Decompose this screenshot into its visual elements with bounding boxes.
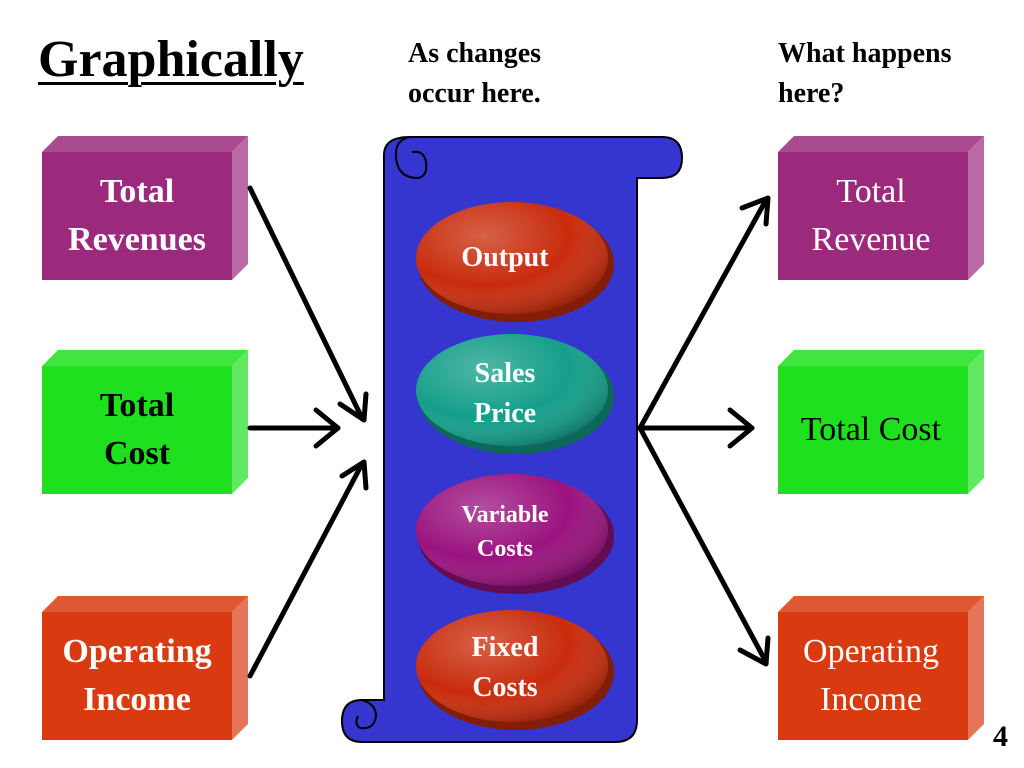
right-box-total-cost	[778, 350, 984, 494]
box-top-face	[42, 350, 248, 366]
label-line: Output	[461, 242, 549, 273]
left-box-label-operating-income: Operating Income	[42, 612, 232, 740]
label-line: Variable	[461, 502, 549, 528]
left-box-label-total-cost: Total Cost	[42, 366, 232, 494]
caption-what-happens: What happens here?	[778, 34, 952, 114]
label-line: Revenue	[811, 221, 931, 258]
caption-left-line-1: As changes	[408, 38, 542, 69]
left-box-total-cost	[42, 350, 248, 494]
label-line: Costs	[476, 536, 533, 562]
right-box-total-revenue	[778, 136, 984, 280]
box-front-face	[778, 366, 968, 494]
oval-fixed-costs	[416, 610, 614, 730]
label-line: Sales	[474, 358, 536, 389]
caption-right-line-1: What happens	[778, 38, 952, 69]
box-front-face	[778, 152, 968, 280]
box-side-face	[968, 350, 984, 494]
box-top-face	[778, 136, 984, 152]
oval-highlight	[416, 202, 608, 314]
oval-highlight	[416, 610, 608, 722]
label-line: Income	[820, 681, 922, 718]
right-box-label-operating-income: Operating Income	[778, 612, 964, 740]
box-side-face	[232, 136, 248, 280]
left-box-total-revenues	[42, 136, 248, 280]
box-side-face	[232, 350, 248, 494]
oval-output	[416, 202, 614, 322]
caption-left-line-2: occur here.	[408, 78, 541, 109]
arrow-scroll-to-cost	[637, 407, 755, 449]
label-line: Costs	[472, 672, 538, 703]
arrow-scroll-to-revenue	[637, 195, 771, 431]
box-front-face	[42, 152, 232, 280]
right-box-operating-income	[778, 596, 984, 740]
label-line: Operating	[803, 633, 939, 670]
box-top-face	[778, 596, 984, 612]
arrow-scroll-to-income	[637, 425, 771, 667]
label-line: Total	[836, 173, 906, 210]
arrow-revenues-to-scroll	[247, 185, 369, 423]
box-front-face	[42, 366, 232, 494]
right-box-label-total-cost: Total Cost	[778, 366, 964, 494]
box-front-face	[778, 612, 968, 740]
box-front-face	[42, 612, 232, 740]
oval-label-sales-price: Sales Price	[410, 352, 600, 436]
left-box-operating-income	[42, 596, 248, 740]
caption-as-changes: As changes occur here.	[408, 34, 541, 114]
label-line: Cost	[103, 435, 171, 472]
right-box-label-total-revenue: Total Revenue	[778, 152, 964, 280]
label-line: Operating	[62, 633, 212, 670]
slide-title: Graphically	[38, 31, 304, 88]
label-line: Income	[83, 681, 191, 718]
box-top-face	[778, 350, 984, 366]
oval-label-fixed-costs: Fixed Costs	[410, 626, 600, 710]
left-box-label-total-revenues: Total Revenues	[42, 152, 232, 280]
label-line: Total	[99, 387, 175, 424]
oval-label-output: Output	[410, 218, 600, 298]
label-line: Price	[473, 398, 537, 429]
box-side-face	[232, 596, 248, 740]
oval-highlight	[416, 334, 608, 446]
label-line: Total	[99, 173, 175, 210]
box-side-face	[968, 596, 984, 740]
scroll-top-curl	[394, 136, 428, 180]
box-side-face	[968, 136, 984, 280]
caption-right-line-2: here?	[778, 78, 845, 109]
oval-sales-price	[416, 334, 614, 454]
oval-variable-costs	[416, 474, 614, 594]
scroll-bottom-curl	[355, 699, 378, 730]
box-top-face	[42, 136, 248, 152]
box-top-face	[42, 596, 248, 612]
arrow-cost-to-scroll	[247, 407, 341, 449]
oval-label-variable-costs: Variable Costs	[410, 494, 600, 570]
label-line: Revenues	[68, 221, 206, 258]
label-line: Fixed	[471, 632, 539, 663]
label-line: Total Cost	[800, 411, 942, 448]
arrow-income-to-scroll	[247, 459, 369, 679]
oval-highlight	[416, 474, 608, 586]
page-number: 4	[993, 720, 1008, 753]
